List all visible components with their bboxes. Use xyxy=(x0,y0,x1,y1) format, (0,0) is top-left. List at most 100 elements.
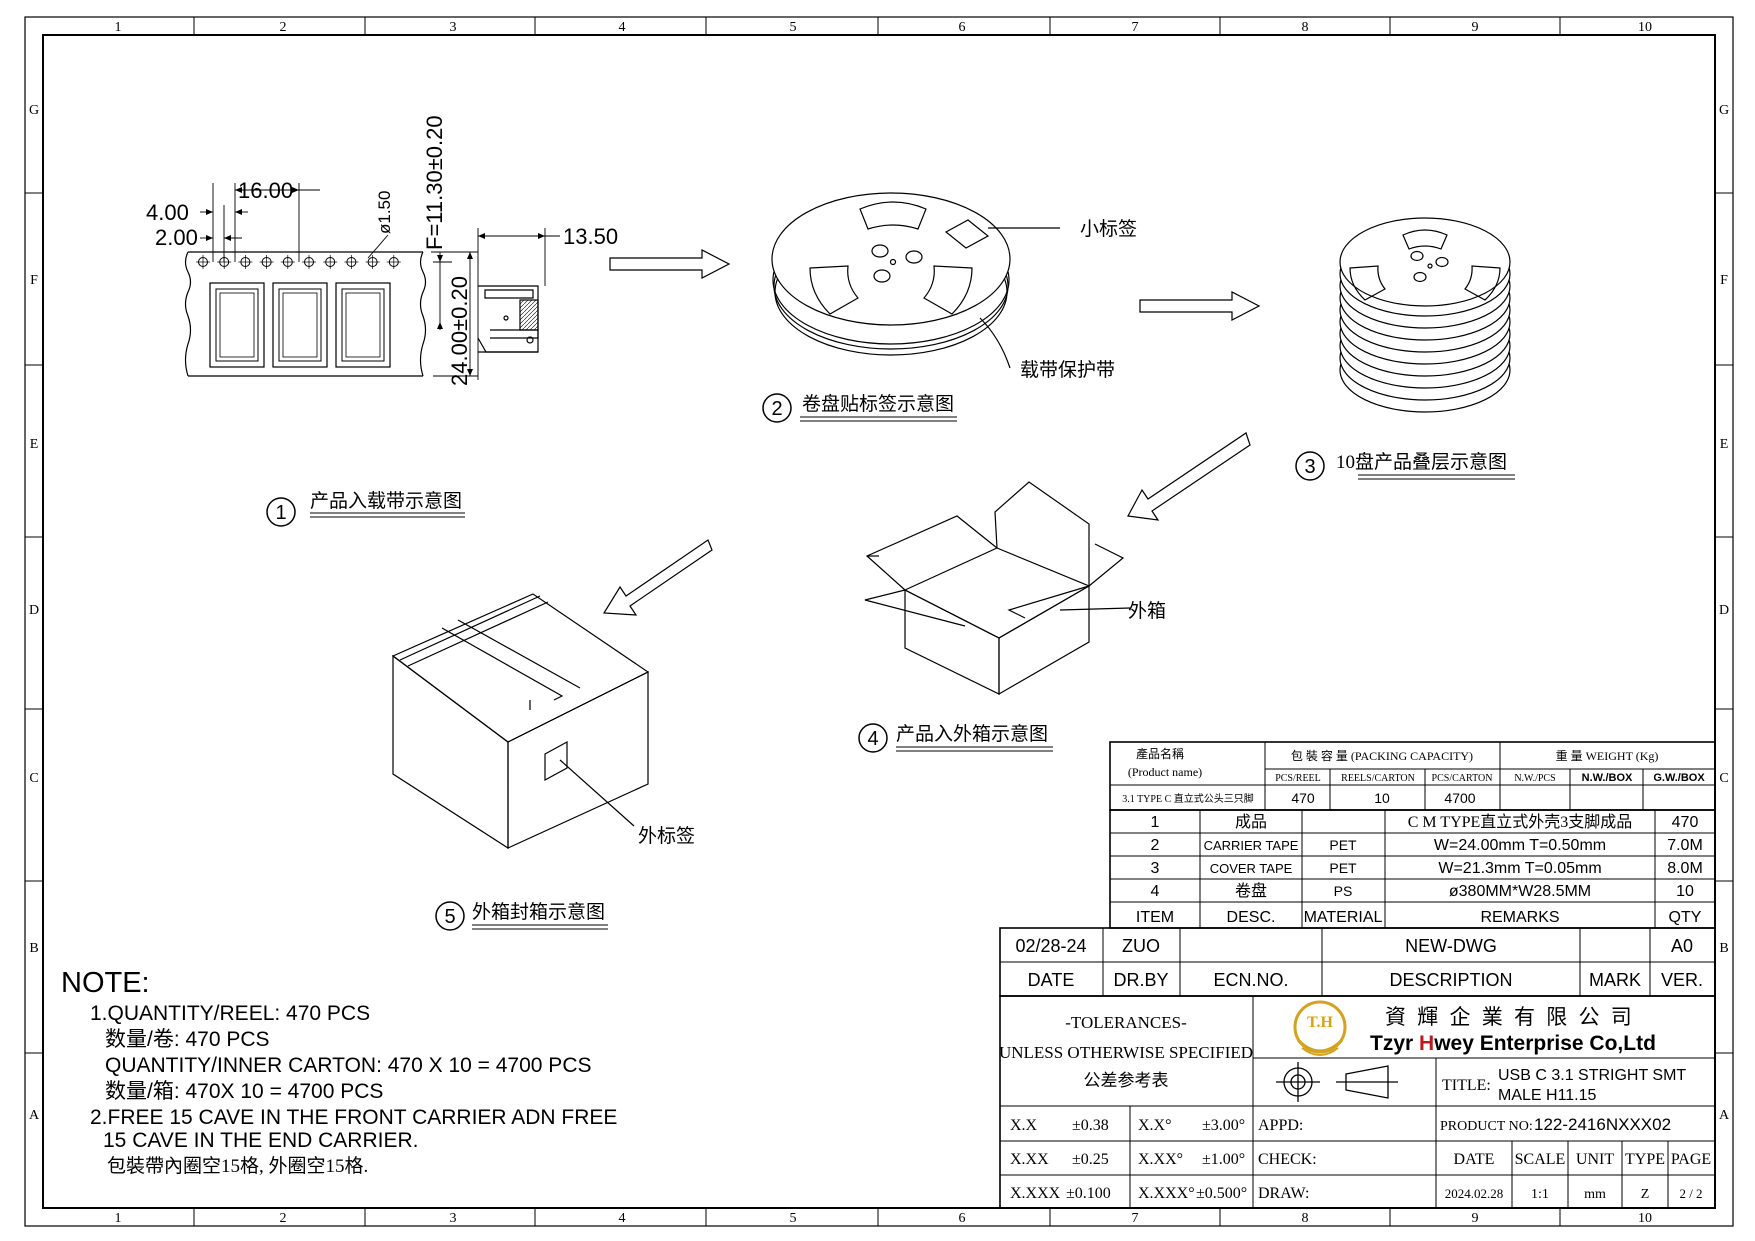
product-no: 122-2416NXXX02 xyxy=(1534,1115,1671,1134)
bom-cell: W=21.3mm T=0.05mm xyxy=(1438,860,1601,877)
stacked-reel-top xyxy=(1339,217,1511,307)
svg-text:X.X: X.X xyxy=(1010,1117,1038,1134)
svg-text:T.H: T.H xyxy=(1307,1014,1333,1031)
tape-pocket xyxy=(209,282,265,368)
zone-col-top: 8 xyxy=(1302,20,1309,35)
bom-cell: 4 xyxy=(1151,883,1160,900)
svg-text:±0.500°: ±0.500° xyxy=(1196,1185,1247,1202)
capacity-value: 4700 xyxy=(1444,790,1475,806)
svg-text:X.X°: X.X° xyxy=(1138,1117,1172,1134)
note-line: QUANTITY/INNER CARTON: 470 X 10 = 4700 P… xyxy=(105,1054,592,1077)
zone-col-top: 4 xyxy=(619,20,626,35)
dim-24: 24.00±0.20 xyxy=(447,276,472,386)
note-line: 15 CAVE IN THE END CARRIER. xyxy=(103,1129,418,1152)
zone-row-left: C xyxy=(29,771,38,786)
h-page: PAGE xyxy=(1671,1151,1711,1168)
bom-cell: 卷盘 xyxy=(1235,881,1267,900)
zone-row-left: D xyxy=(29,603,39,618)
draw-label: DRAW: xyxy=(1258,1185,1309,1202)
tape-pocket xyxy=(335,282,391,368)
zone-row-right: D xyxy=(1719,603,1729,618)
svg-text:产品入外箱示意图: 产品入外箱示意图 xyxy=(896,723,1048,745)
sub-header: PCS/REEL xyxy=(1275,773,1321,784)
h-scale: SCALE xyxy=(1515,1151,1566,1168)
tol-title: -TOLERANCES- xyxy=(1065,1013,1187,1032)
zone-col-top: 5 xyxy=(790,20,797,35)
bom-cell: ø380MM*W28.5MM xyxy=(1449,883,1591,900)
h-date: DATE xyxy=(1454,1151,1495,1168)
rev-drby: ZUO xyxy=(1122,936,1160,956)
note-line: 数量/箱: 470X 10 = 4700 PCS xyxy=(105,1080,383,1103)
bom-header: DESC. xyxy=(1227,909,1276,926)
arrow-right-2 xyxy=(1139,291,1261,321)
zone-col-top: 3 xyxy=(450,20,457,35)
svg-text:±0.38: ±0.38 xyxy=(1072,1117,1109,1134)
bom-cell: 1 xyxy=(1151,814,1160,831)
bom-cell: PET xyxy=(1329,860,1357,876)
bom-header: QTY xyxy=(1669,909,1702,926)
appd-label: APPD: xyxy=(1258,1117,1303,1134)
tape-pocket xyxy=(272,282,328,368)
zone-col-bottom: 9 xyxy=(1472,1211,1479,1226)
dim-13-50: 13.50 xyxy=(563,224,618,249)
zone-col-bottom: 4 xyxy=(619,1211,626,1226)
title-line-1: USB C 3.1 STRIGHT SMT xyxy=(1498,1067,1686,1084)
note-line: 数量/卷: 470 PCS xyxy=(105,1028,270,1051)
caption-step-5: 5 外箱封箱示意图 xyxy=(435,901,608,931)
reel-labels: 小标签 载带保护带 xyxy=(1020,218,1137,381)
zone-col-bottom: 10 xyxy=(1638,1211,1652,1226)
dim-2: 2.00 xyxy=(155,225,198,250)
rev-h-mark: MARK xyxy=(1589,970,1641,990)
bom-cell: COVER TAPE xyxy=(1210,861,1293,876)
bom-cell: 10 xyxy=(1676,883,1694,900)
zone-col-bottom: 7 xyxy=(1132,1211,1139,1226)
rev-h-date: DATE xyxy=(1028,970,1075,990)
note-line: 包裝帶內圈空15格, 外圈空15格. xyxy=(107,1155,368,1177)
title-label: TITLE: xyxy=(1442,1077,1491,1094)
bom-cell: CARRIER TAPE xyxy=(1204,838,1299,853)
zone-col-top: 7 xyxy=(1132,20,1139,35)
note-line: 2.FREE 15 CAVE IN THE FRONT CARRIER ADN … xyxy=(90,1106,617,1129)
svg-text:X.XX°: X.XX° xyxy=(1138,1151,1183,1168)
bom-cell: 2 xyxy=(1151,837,1160,854)
zone-row-left: G xyxy=(29,103,39,118)
zone-col-top: 10 xyxy=(1638,20,1652,35)
v-unit: mm xyxy=(1584,1187,1606,1202)
tol-line3: 公差参考表 xyxy=(1084,1071,1169,1090)
svg-text:外箱封箱示意图: 外箱封箱示意图 xyxy=(472,901,605,923)
product-name-value: 3.1 TYPE C 直立式公头三只脚 xyxy=(1122,792,1254,805)
packing-capacity-text: 產品名稱 (Product name) 3.1 TYPE C 直立式公头三只脚 … xyxy=(1122,746,1705,806)
revision-block xyxy=(999,927,1716,997)
company-logo: T.H xyxy=(1293,1000,1347,1056)
zone-row-right: A xyxy=(1719,1108,1730,1123)
company-name-en: Tzyr Hwey Enterprise Co,Ltd xyxy=(1370,1032,1656,1055)
product-name-label: 產品名稱 xyxy=(1136,746,1184,761)
svg-text:5: 5 xyxy=(444,906,455,928)
company-name: 資 輝 企 業 有 限 公 司 Tzyr Hwey Enterprise Co,… xyxy=(1370,1005,1656,1055)
reel-stack xyxy=(1339,217,1511,413)
zone-col-top: 6 xyxy=(959,20,966,35)
sub-header: N.W./BOX xyxy=(1582,772,1633,784)
bom-cell: 3 xyxy=(1151,860,1160,877)
check-label: CHECK: xyxy=(1258,1151,1317,1168)
note-line: 1.QUANTITY/REEL: 470 PCS xyxy=(90,1002,370,1025)
bom-header: MATERIAL xyxy=(1304,909,1383,926)
zone-row-right: G xyxy=(1719,103,1729,118)
zone-row-right: C xyxy=(1719,771,1728,786)
zone-row-right: E xyxy=(1720,437,1729,452)
title-line-2: MALE H11.15 xyxy=(1498,1087,1597,1104)
svg-text:X.XXX°: X.XXX° xyxy=(1138,1185,1195,1202)
svg-text:2: 2 xyxy=(771,398,782,420)
tolerance-text: -TOLERANCES- UNLESS OTHERWISE SPECIFIED … xyxy=(999,1013,1253,1090)
rev-date: 02/28-24 xyxy=(1015,936,1086,956)
bom-cell: PS xyxy=(1334,883,1353,899)
capacity-value: 470 xyxy=(1291,790,1315,806)
bom-cell: 成品 xyxy=(1235,813,1267,831)
arrow-down-left-2 xyxy=(602,539,713,616)
bom-header: REMARKS xyxy=(1480,909,1559,926)
product-name-label-en: (Product name) xyxy=(1128,765,1202,779)
v-scale: 1:1 xyxy=(1531,1187,1549,1202)
svg-text:3: 3 xyxy=(1304,456,1315,478)
rev-h-drby: DR.BY xyxy=(1113,970,1168,990)
svg-text:10盘产品叠层示意图: 10盘产品叠层示意图 xyxy=(1336,451,1507,473)
